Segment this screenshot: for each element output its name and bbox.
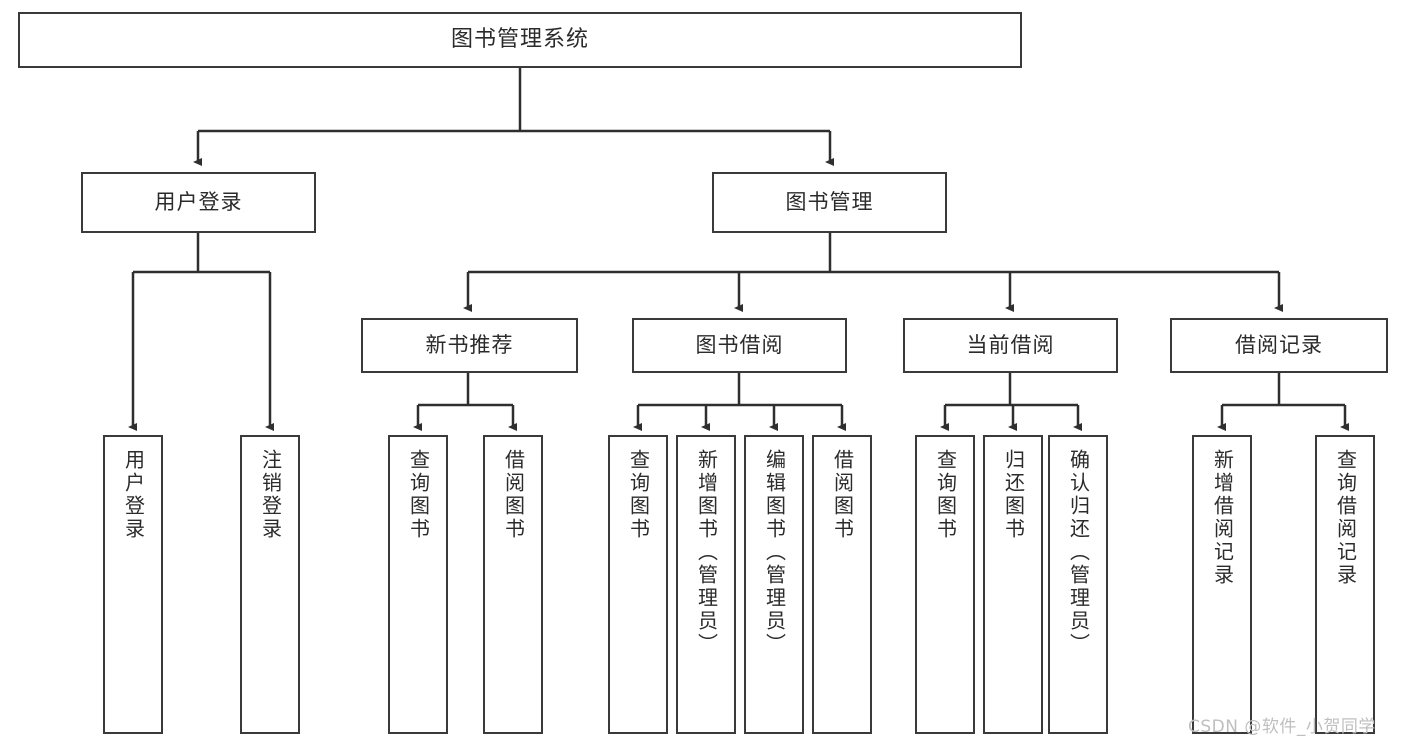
leaf-current-borrow-query[interactable]: 查询图书 [915, 435, 975, 734]
leaf-new-book-query[interactable]: 查询图书 [388, 435, 448, 734]
leaf-user-login-login[interactable]: 用户登录 [103, 435, 163, 734]
node-label: 借阅记录 [1235, 333, 1323, 358]
node-label: 查询图书 [626, 449, 651, 541]
node-label: 新增借阅记录 [1210, 449, 1235, 587]
leaf-book-borrow-edit[interactable]: 编辑图书（管理员） [744, 435, 804, 734]
leaf-borrow-record-query[interactable]: 查询借阅记录 [1315, 435, 1375, 734]
node-label: 新增图书（管理员） [694, 449, 719, 656]
node-label: 编辑图书（管理员） [762, 449, 787, 656]
node-root-system[interactable]: 图书管理系统 [18, 12, 1022, 68]
watermark-text: CSDN @软件_小贺同学 [1188, 717, 1376, 737]
node-label: 当前借阅 [966, 333, 1055, 358]
node-label: 用户登录 [121, 449, 146, 541]
node-user-login[interactable]: 用户登录 [81, 172, 316, 233]
leaf-book-borrow-query[interactable]: 查询图书 [608, 435, 668, 734]
node-label: 查询图书 [933, 449, 958, 541]
node-label: 查询借阅记录 [1333, 449, 1358, 587]
leaf-book-borrow-borrow[interactable]: 借阅图书 [812, 435, 872, 734]
leaf-new-book-borrow[interactable]: 借阅图书 [483, 435, 543, 734]
node-label: 新书推荐 [425, 333, 514, 358]
node-label: 注销登录 [258, 449, 283, 541]
node-label: 用户登录 [154, 190, 243, 215]
node-label: 确认归还（管理员） [1066, 449, 1091, 656]
node-label: 图书借阅 [695, 333, 784, 358]
node-label: 图书管理 [785, 190, 874, 215]
node-book-borrow[interactable]: 图书借阅 [632, 318, 847, 373]
node-borrow-record[interactable]: 借阅记录 [1170, 318, 1388, 373]
leaf-user-login-logout[interactable]: 注销登录 [240, 435, 300, 734]
node-label: 图书管理系统 [450, 27, 589, 53]
leaf-current-borrow-confirm-return[interactable]: 确认归还（管理员） [1048, 435, 1108, 734]
node-label: 借阅图书 [501, 449, 526, 541]
node-label: 归还图书 [1001, 449, 1026, 541]
leaf-book-borrow-add[interactable]: 新增图书（管理员） [676, 435, 736, 734]
node-label: 查询图书 [406, 449, 431, 541]
node-book-management[interactable]: 图书管理 [712, 172, 947, 233]
node-label: 借阅图书 [830, 449, 855, 541]
leaf-borrow-record-add[interactable]: 新增借阅记录 [1192, 435, 1252, 734]
node-new-book-recommend[interactable]: 新书推荐 [361, 318, 578, 373]
node-current-borrow[interactable]: 当前借阅 [903, 318, 1118, 373]
leaf-current-borrow-return[interactable]: 归还图书 [983, 435, 1043, 734]
